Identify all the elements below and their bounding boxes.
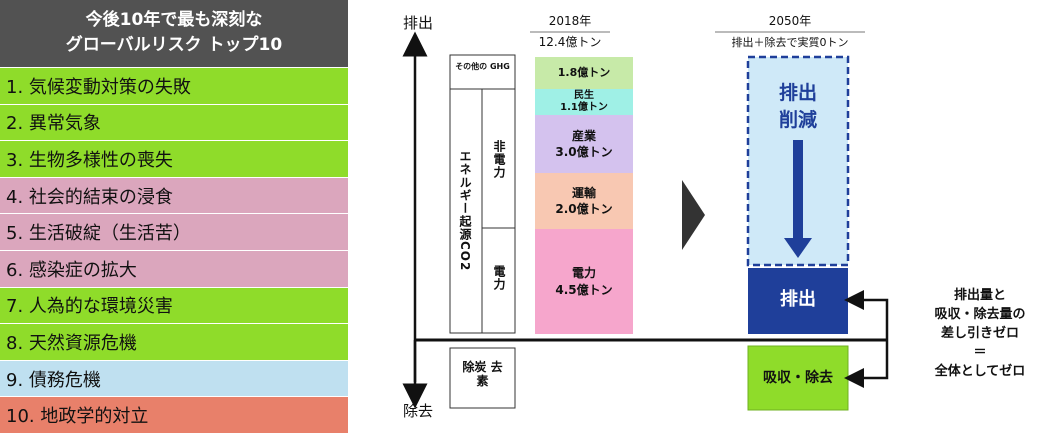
risk-list-title-line2: グローバルリスク トップ10	[65, 35, 283, 55]
segment-transport-value: 2.0億トン	[555, 202, 613, 216]
risk-list-header: 今後10年で最も深刻な グローバルリスク トップ10	[0, 0, 348, 67]
axis-top-label: 排出	[403, 14, 434, 32]
segment-residential-value: 1.1億トン	[560, 102, 608, 113]
reduction-arrow-shaft	[793, 140, 803, 240]
diagram-lines	[402, 31, 889, 411]
other-ghg-label: その他の GHG	[455, 62, 510, 71]
segment-transport-name: 運輸	[571, 185, 596, 200]
non-power-label: 非電力	[492, 140, 506, 179]
risk-item-10: 10. 地政学的対立	[0, 396, 348, 433]
risk-item-9: 9. 債務危機	[0, 359, 348, 397]
note-line2: 吸収・除去量の	[934, 307, 1026, 322]
risk-item-6: 6. 感染症の拡大	[0, 249, 348, 287]
segment-residential: 民生 1.1億トン	[535, 89, 633, 115]
carbon-removal-label: 除炭 去素	[462, 360, 503, 389]
reduction-label-line1: 排出	[778, 82, 817, 104]
risk-item-8: 8. 天然資源危機	[0, 323, 348, 360]
segment-industry: 産業 3.0億トン	[535, 115, 633, 173]
risk-item-5: 5. 生活破綻（生活苦）	[0, 213, 348, 250]
segment-industry-value: 3.0億トン	[555, 145, 613, 159]
note-line5: 全体としてゼロ	[934, 364, 1026, 379]
reduction-label-line2: 削減	[778, 109, 817, 131]
other-ghg-box	[449, 54, 516, 90]
reduction-arrow-head	[784, 238, 812, 258]
transition-arrow-icon	[682, 180, 705, 250]
risk-item-1: 1. 気候変動対策の失敗	[0, 67, 348, 104]
year2050-subtitle: 排出＋除去で実質0トン	[731, 36, 849, 49]
note-line3: 差し引きゼロ	[940, 326, 1019, 341]
emission-box	[748, 268, 848, 334]
removal-box	[747, 345, 849, 411]
risk-item-2: 2. 異常気象	[0, 103, 348, 141]
year2018-total: 12.4億トン	[538, 35, 602, 49]
energy-co2-label: エネルギー起源CO2	[458, 150, 472, 272]
year2050-title: 2050年	[768, 14, 812, 28]
segment-other-ghg: 1.8億トン	[535, 57, 633, 89]
global-risk-list: 今後10年で最も深刻な グローバルリスク トップ10 1. 気候変動対策の失敗 …	[0, 0, 348, 433]
segment-residential-name: 民生	[574, 90, 594, 101]
axis-bottom-label: 除去	[403, 402, 434, 420]
emission-label: 排出	[780, 289, 816, 310]
reduction-label: 排出 削減	[748, 80, 848, 134]
risk-item-7: 7. 人為的な環境災害	[0, 286, 348, 324]
bracket-line	[880, 298, 889, 380]
net-zero-note: 排出量と 吸収・除去量の 差し引きゼロ ＝ 全体としてゼロ	[915, 286, 1045, 381]
risk-list-title-line1: 今後10年で最も深刻な	[85, 10, 263, 30]
risk-list-items: 1. 気候変動対策の失敗 2. 異常気象 3. 生物多様性の喪失 4. 社会的結…	[0, 67, 348, 433]
risk-item-3: 3. 生物多様性の喪失	[0, 140, 348, 177]
note-line4: ＝	[973, 345, 987, 360]
net-zero-diagram: 排出 除去 2018年 12.4億トン その他の GHG エネルギー起源CO2 …	[360, 0, 1050, 433]
segment-transport: 運輸 2.0億トン	[535, 173, 633, 229]
removal-label: 吸収・除去	[763, 370, 833, 386]
segment-power-value: 4.5億トン	[555, 282, 613, 297]
segment-power: 電力 4.5億トン	[535, 229, 633, 334]
carbon-removal-box	[449, 347, 516, 409]
segment-industry-name: 産業	[571, 128, 596, 143]
note-line1: 排出量と	[953, 288, 1006, 303]
segment-power-name: 電力	[571, 266, 596, 281]
risk-item-4: 4. 社会的結束の浸食	[0, 176, 348, 214]
segment-other-value: 1.8億トン	[557, 65, 611, 79]
power-category-label: 電力	[492, 265, 506, 291]
year2018-title: 2018年	[548, 14, 592, 28]
